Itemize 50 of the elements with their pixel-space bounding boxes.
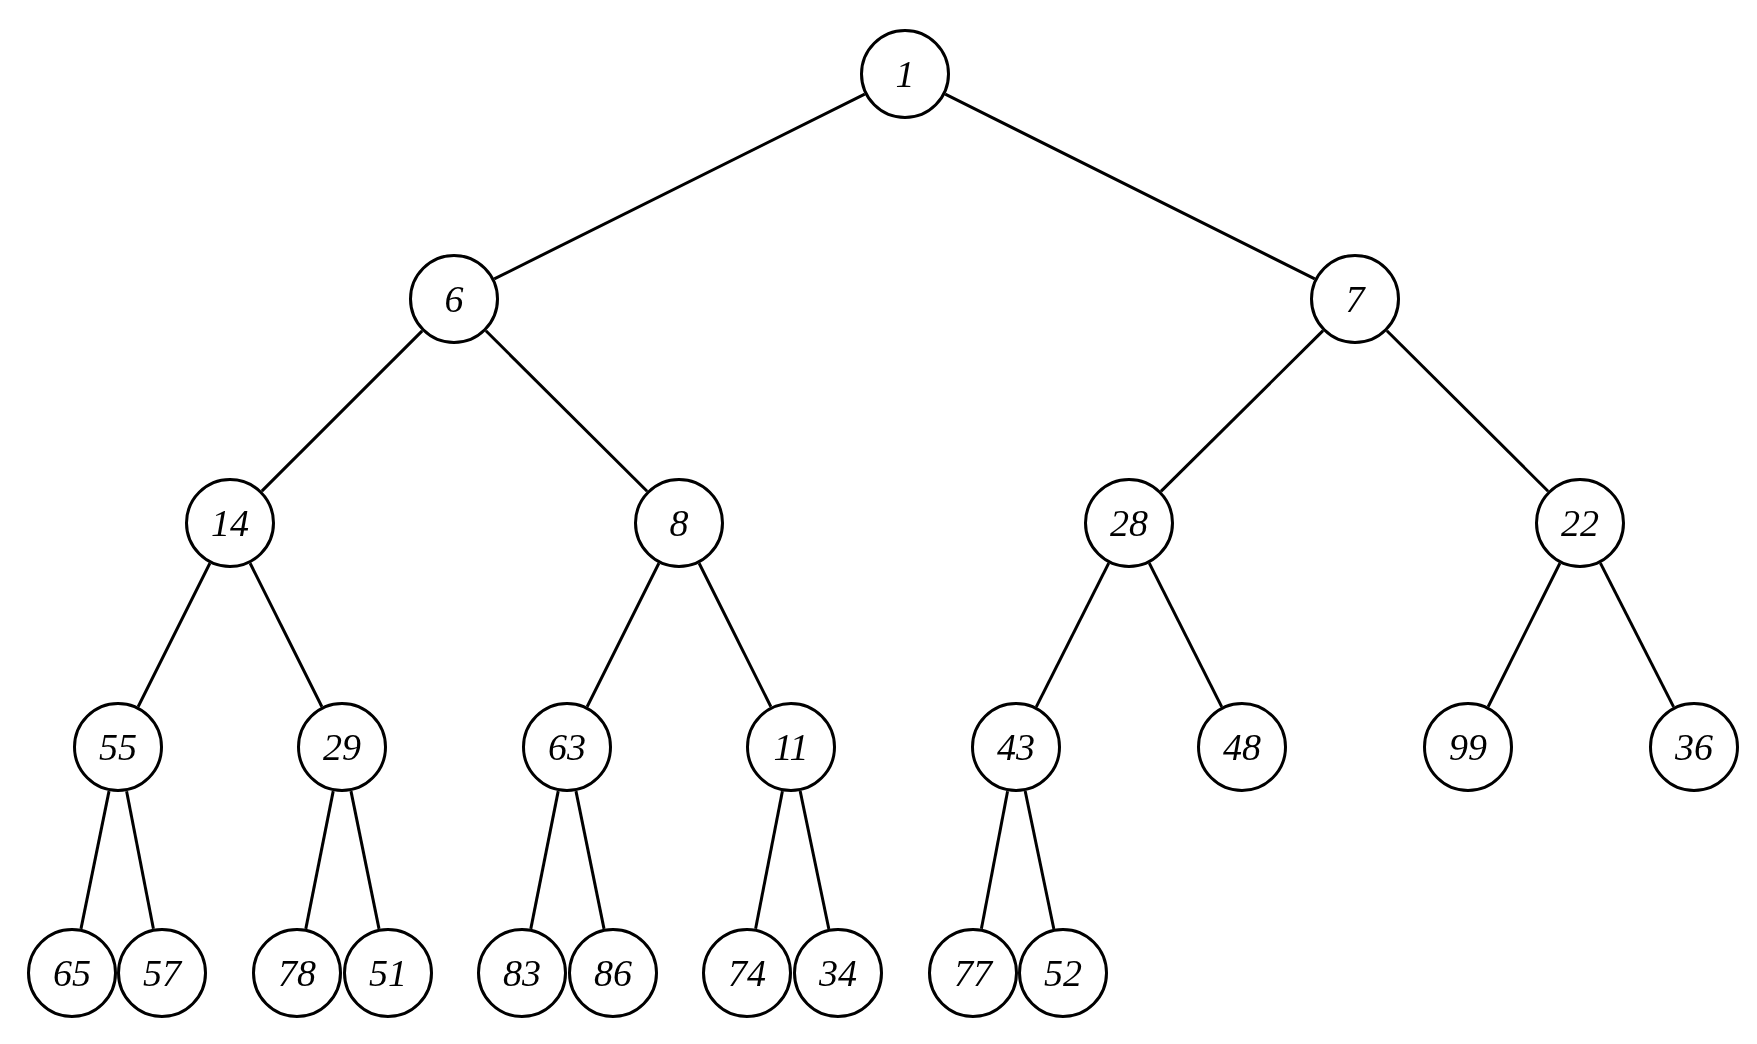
node-value: 65 [53,954,91,992]
node-value: 8 [669,504,689,542]
tree-edge [529,790,560,930]
node-value: 43 [997,728,1035,766]
node-value: 78 [278,954,316,992]
node-value: 22 [1561,504,1599,542]
node-value: 48 [1223,728,1261,766]
tree-edge [304,790,335,930]
tree-edge [349,790,381,930]
node-value: 77 [954,954,992,992]
tree-edge [798,790,831,930]
node-value: 55 [99,728,137,766]
node-value: 74 [728,954,766,992]
tree-node-circle [1310,254,1400,344]
tree-edge [697,562,773,708]
tree-edge [574,790,606,930]
tree-edge [1023,790,1056,930]
node-value: 99 [1449,728,1487,766]
tree-edge [1159,329,1325,493]
node-value: 57 [143,954,181,992]
node-value: 11 [773,728,809,766]
node-value: 7 [1345,280,1365,318]
tree-edge [1385,329,1550,493]
tree-edge [248,562,324,708]
node-value: 36 [1675,728,1713,766]
tree-edge [79,790,111,930]
node-value: 28 [1110,504,1148,542]
node-value: 86 [594,954,632,992]
tree-edge [125,790,155,930]
tree-edge [484,329,649,493]
node-value: 29 [323,728,361,766]
tree-edge [979,790,1010,930]
node-value: 83 [503,954,541,992]
tree-edge [1147,562,1224,708]
node-value: 63 [548,728,586,766]
tree-edge [493,92,866,281]
node-value: 52 [1044,954,1082,992]
tree-edge [585,562,661,708]
tree-edge [1034,562,1111,708]
tree-edge [1599,562,1675,708]
node-value: 51 [369,954,407,992]
node-value: 34 [819,954,857,992]
tree-edge [136,562,212,708]
tree-edge [1486,562,1562,708]
tree-edge [260,329,424,493]
node-value: 14 [211,504,249,542]
node-value: 6 [444,280,464,318]
tree-edge [944,92,1316,281]
node-value: 1 [895,55,915,93]
tree-edge [754,790,784,930]
